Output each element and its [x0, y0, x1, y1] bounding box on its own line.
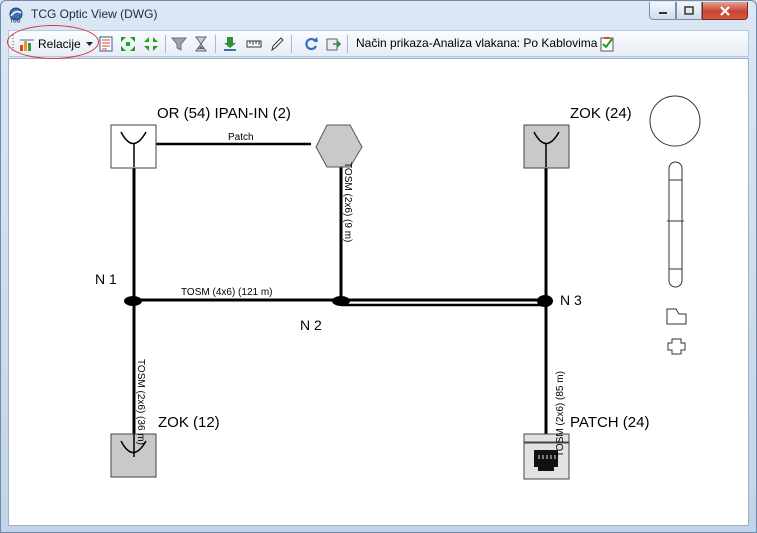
tosm-2x6-9m-label: TOSM (2x6) (9 m): [342, 162, 353, 242]
toolbar-separator: [215, 35, 216, 53]
download-button[interactable]: [221, 34, 239, 54]
checklist-button[interactable]: [598, 34, 616, 54]
node-label-n1: N 1: [95, 271, 117, 287]
minimize-button[interactable]: [649, 2, 676, 20]
export-icon: [326, 38, 341, 51]
splice-hexagon-node[interactable]: [315, 124, 363, 168]
toolbar-separator: [291, 35, 292, 53]
legend-circle[interactable]: [649, 95, 701, 147]
ruler-button[interactable]: [245, 34, 263, 54]
legend-cable-symbol[interactable]: [667, 161, 684, 288]
hourglass-icon: [195, 36, 207, 52]
tcg-app-icon: TCG: [9, 7, 23, 24]
legend-folder-icon[interactable]: [666, 308, 687, 325]
pen-icon: [271, 37, 284, 52]
patch-node-label: PATCH (24): [570, 414, 649, 431]
checklist-icon: [600, 37, 614, 52]
junction-node-n1[interactable]: [124, 296, 142, 306]
relacije-icon: [20, 39, 34, 51]
junction-node-n2[interactable]: [332, 296, 350, 306]
fit-green-icon: [121, 37, 135, 51]
report-icon: [99, 36, 113, 52]
node-label-n3: N 3: [560, 292, 582, 308]
zok-top-box[interactable]: [523, 124, 570, 169]
diagram-canvas[interactable]: OR (54) IPAN-IN (2) ZOK (24) ZOK (12) PA…: [8, 58, 749, 526]
toolbar-separator: [165, 35, 166, 53]
report-button[interactable]: [97, 34, 115, 54]
close-button[interactable]: [702, 2, 748, 20]
tosm-4x6-label: TOSM (4x6) (121 m): [181, 287, 273, 298]
zoom-extents-button[interactable]: [142, 34, 160, 54]
minimize-icon: [658, 11, 667, 14]
toolbar-separator: [347, 35, 348, 53]
hourglass-button[interactable]: [192, 34, 210, 54]
maximize-button[interactable]: [676, 2, 702, 20]
zok-bottom-box[interactable]: [110, 433, 157, 478]
refresh-button[interactable]: [302, 34, 320, 54]
patch-panel-box[interactable]: [523, 433, 570, 480]
fiber-diagram: OR (54) IPAN-IN (2) ZOK (24) ZOK (12) PA…: [95, 95, 701, 480]
close-icon: [720, 5, 730, 16]
export-button[interactable]: [324, 34, 342, 54]
title-bar[interactable]: TCG TCG Optic View (DWG): [1, 1, 756, 27]
pen-button[interactable]: [268, 34, 286, 54]
filter-button[interactable]: [170, 34, 188, 54]
maximize-icon: [684, 5, 694, 15]
junction-node-n3[interactable]: [537, 295, 553, 307]
tosm-2x6-36m-label: TOSM (2x6) (36 m): [135, 359, 146, 445]
patch-link-label: Patch: [228, 132, 254, 143]
legend-cross-icon[interactable]: [667, 338, 686, 355]
or-node-box[interactable]: [110, 124, 157, 169]
relacije-dropdown-button[interactable]: Relacije: [19, 34, 97, 54]
view-mode-label: Način prikaza-Analiza vlakana: Po Kablov…: [356, 36, 598, 50]
download-icon: [224, 37, 236, 51]
node-label-n2: N 2: [300, 317, 322, 333]
window-title: TCG Optic View (DWG): [31, 7, 158, 21]
toolbar: Relacije: [8, 30, 749, 57]
filter-icon: [171, 37, 187, 51]
tosm-2x6-85m-label: TOSM (2x6) (85 m): [555, 371, 566, 457]
svg-text:TCG: TCG: [10, 19, 21, 24]
or-node-label: OR (54) IPAN-IN (2): [157, 105, 291, 122]
refresh-icon: [305, 37, 318, 51]
chevron-down-icon: [85, 42, 93, 46]
relacije-label: Relacije: [38, 37, 81, 51]
zok-bottom-label: ZOK (12): [158, 414, 220, 431]
fit-view-button[interactable]: [119, 34, 137, 54]
ruler-icon: [246, 40, 262, 48]
toolbar-grip[interactable]: [12, 35, 14, 53]
zok-top-label: ZOK (24): [570, 105, 632, 122]
zoom-extents-icon: [144, 37, 158, 51]
